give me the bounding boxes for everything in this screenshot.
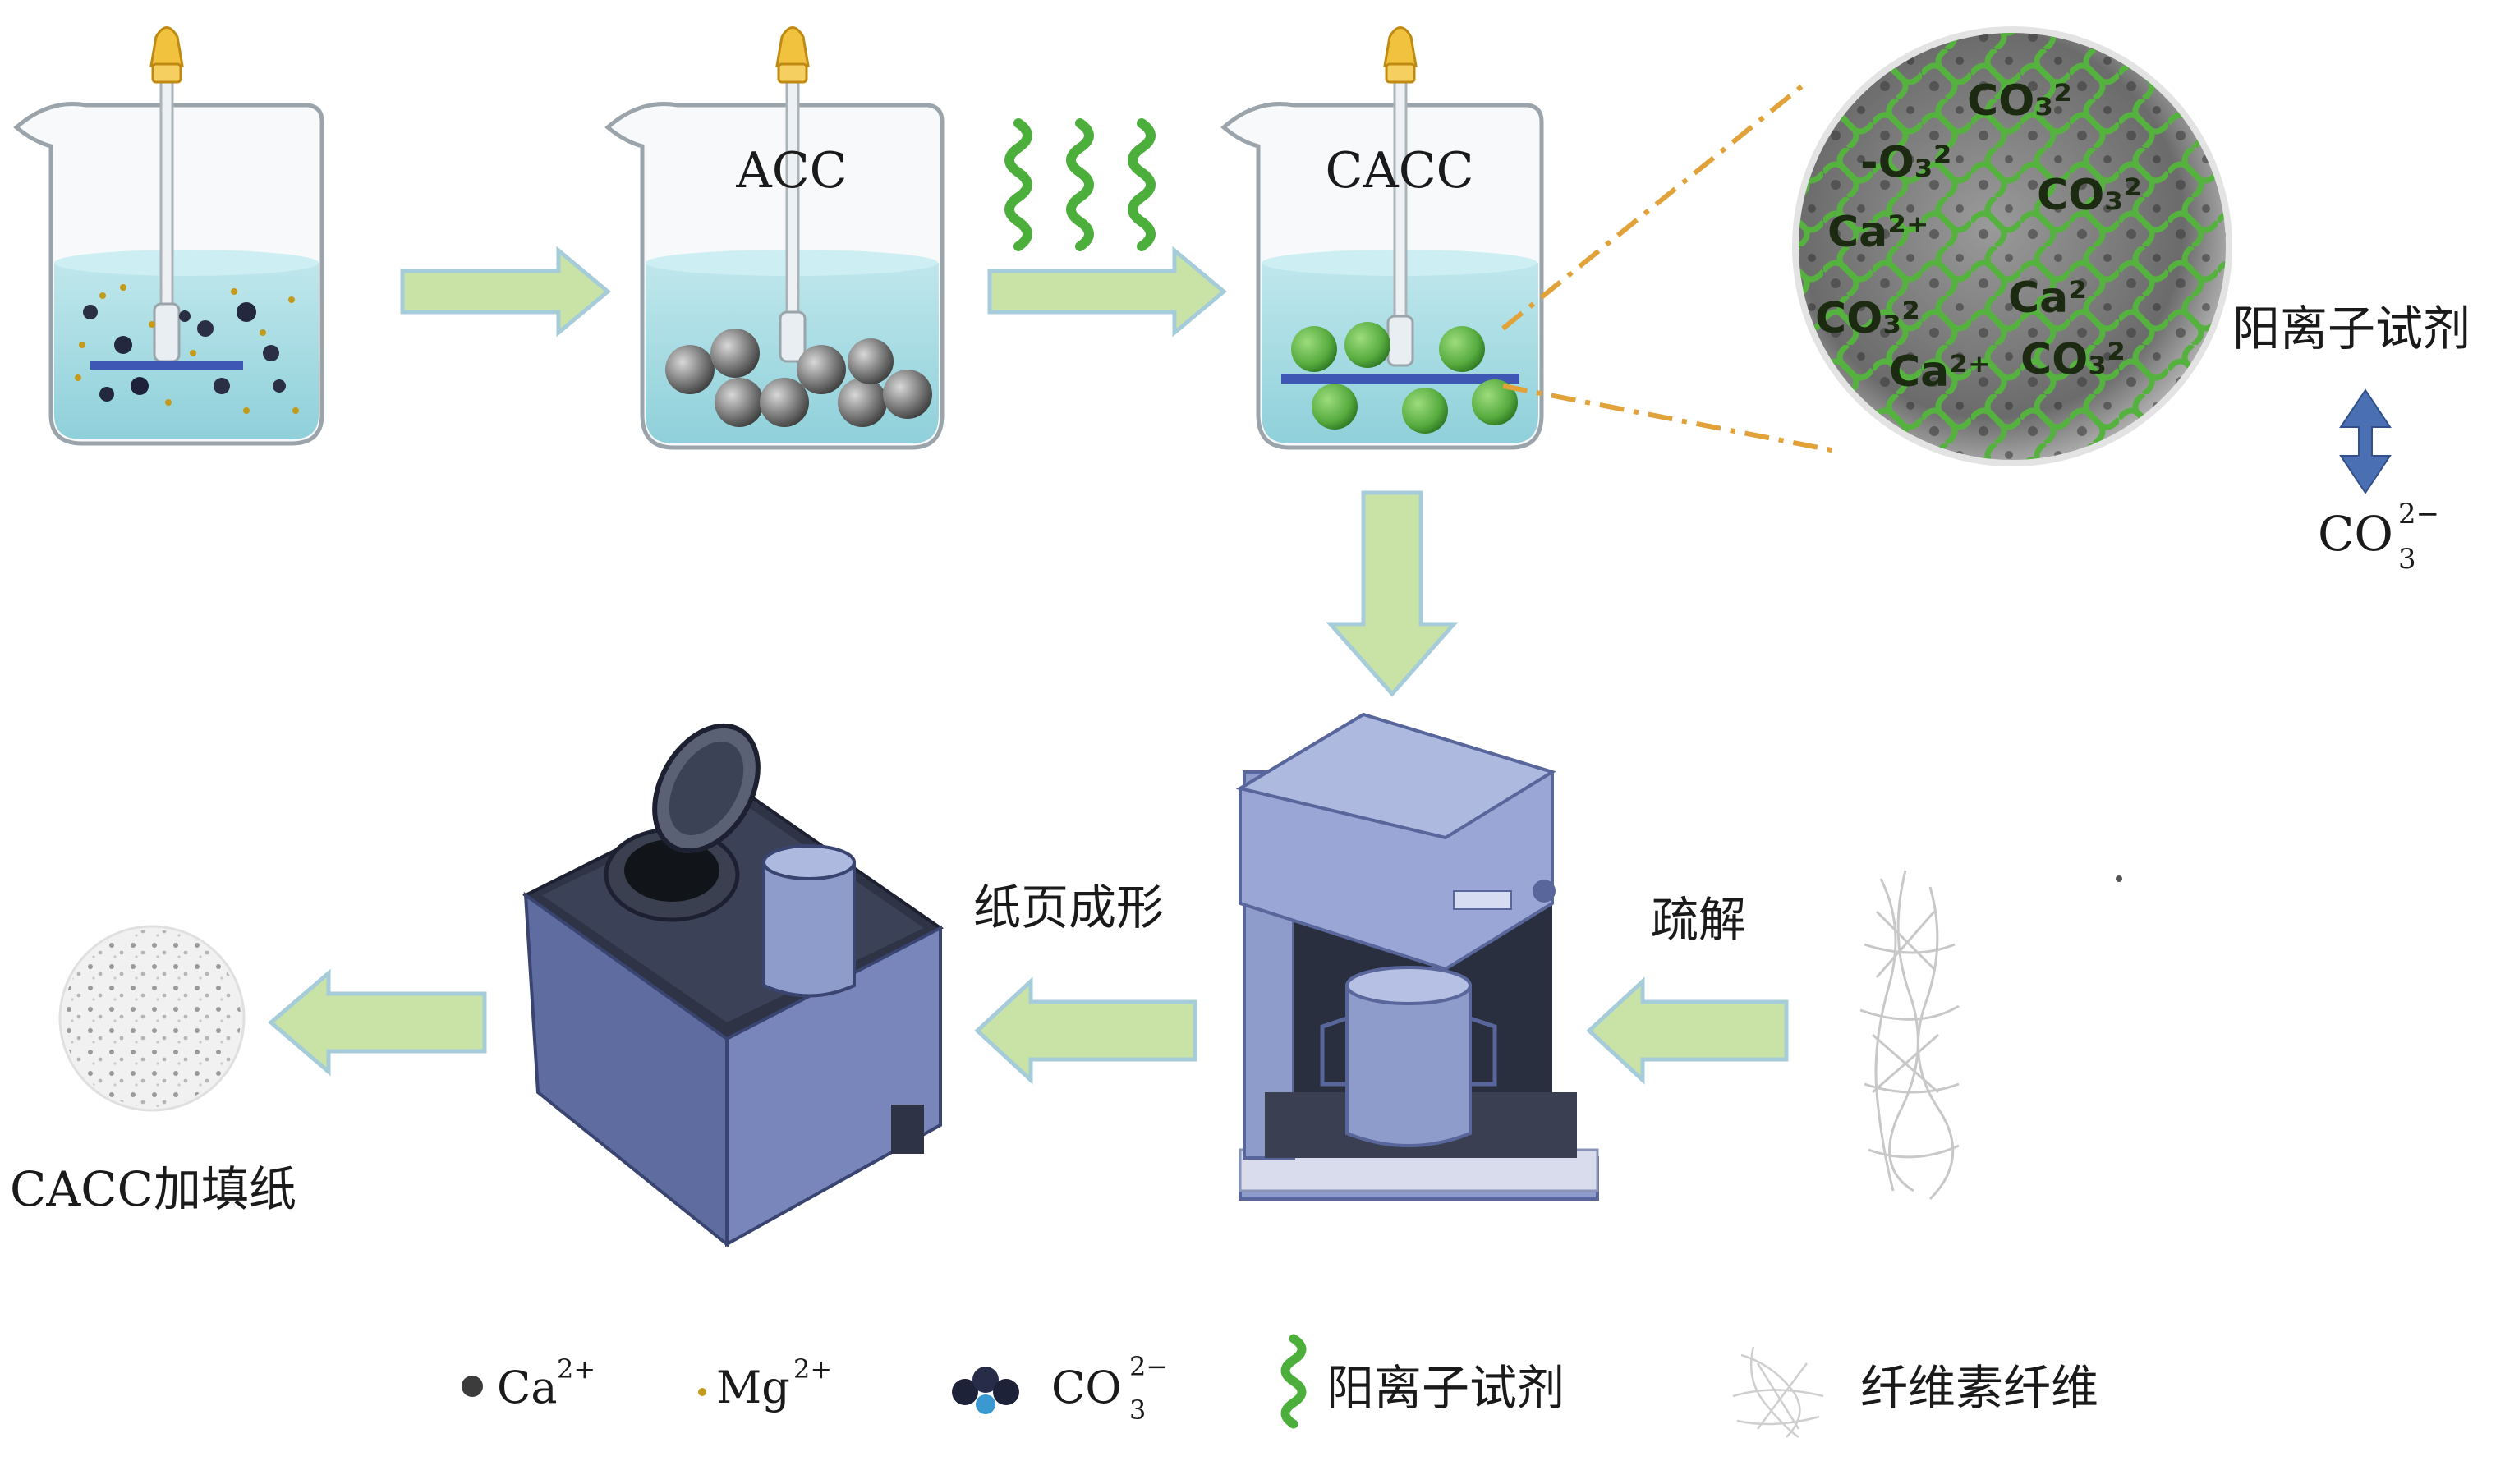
beaker-3-label: CACC <box>1325 142 1473 200</box>
sphere-ion-6: Ca² <box>2008 273 2087 323</box>
sheet-former-machine <box>522 723 944 1248</box>
svg-text:2−: 2− <box>2398 498 2439 531</box>
cacc-filled-paper <box>58 925 246 1112</box>
carbonate-side-label: CO 2− 3 <box>2318 498 2439 576</box>
sphere-ion-4: CO₃² <box>2037 171 2142 220</box>
beaker-1 <box>13 26 324 446</box>
label-sheet-forming: 纸页成形 <box>973 880 1164 935</box>
svg-text:2−: 2− <box>1129 1351 1168 1382</box>
svg-text:Mg: Mg <box>716 1362 790 1413</box>
legend-fiber: 纤维素纤维 <box>1732 1346 2098 1439</box>
zoom-lines <box>1501 80 1841 454</box>
label-dissociation: 疏解 <box>1651 892 1746 948</box>
svg-text:CO: CO <box>2318 506 2393 562</box>
sphere-ion-7: Ca²⁺ <box>1889 347 1990 397</box>
reagent-waves <box>1004 118 1156 251</box>
arrow-down <box>1326 490 1459 697</box>
sphere-ion-1: CO₃² <box>1967 76 2072 126</box>
svg-text:Ca: Ca <box>497 1362 558 1413</box>
svg-text:3: 3 <box>2398 543 2416 576</box>
svg-text:阳离子试剂: 阳离子试剂 <box>1326 1360 1565 1416</box>
sphere-ion-5: CO₃² <box>1815 294 1920 343</box>
legend-mg: Mg 2+ <box>698 1353 832 1413</box>
arrow-left-1 <box>268 968 487 1077</box>
double-arrow <box>2339 388 2392 494</box>
svg-text:CO: CO <box>1051 1362 1122 1413</box>
acc-particles <box>665 329 932 427</box>
legend-ca: Ca 2+ <box>462 1353 595 1413</box>
arrow-left-3 <box>1586 976 1789 1085</box>
arrow-left-2 <box>974 976 1197 1085</box>
legend-reagent: 阳离子试剂 <box>1280 1334 1565 1429</box>
label-product: CACC加填纸 <box>10 1161 296 1217</box>
sphere-ion-8: CO₃² <box>2020 335 2126 384</box>
arrow-right-1 <box>400 246 611 338</box>
beaker-2: ACC <box>604 26 945 450</box>
sphere-ion-2: -O₃² <box>1860 138 1951 187</box>
svg-text:纤维素纤维: 纤维素纤维 <box>1860 1360 2098 1416</box>
disintegrator-machine <box>1235 712 1599 1201</box>
legend-co3: CO 2− 3 <box>952 1351 1168 1426</box>
svg-text:2+: 2+ <box>793 1353 832 1385</box>
svg-text:2+: 2+ <box>557 1353 595 1385</box>
sphere-ion-3: Ca²⁺ <box>1827 208 1928 257</box>
svg-text:3: 3 <box>1129 1394 1146 1426</box>
arrow-right-2 <box>987 246 1227 338</box>
reagent-side-label: 阳离子试剂 <box>2232 301 2471 356</box>
cacc-particles <box>1291 322 1518 434</box>
beaker-3: CACC <box>1220 26 1544 450</box>
stray-dot <box>2116 875 2122 882</box>
ion-mixture <box>75 284 299 414</box>
beaker-2-label: ACC <box>735 142 847 200</box>
cacc-sphere-zoom: CO₃² -O₃² Ca²⁺ CO₃² CO₃² Ca² Ca²⁺ CO₃² <box>1792 26 2232 466</box>
cellulose-fiber-drawing <box>1859 870 1960 1201</box>
legend: Ca 2+ Mg 2+ CO 2− 3 阳离子试剂 纤维素 <box>462 1334 2098 1439</box>
